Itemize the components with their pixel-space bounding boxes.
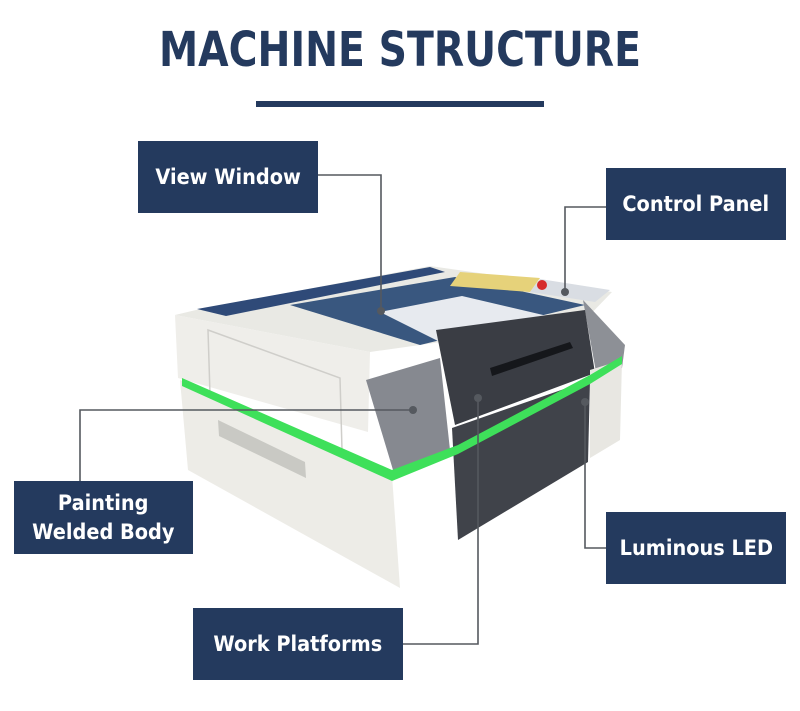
leader-work-platforms [403, 398, 479, 645]
pointer-dot [377, 307, 385, 315]
leader-control-panel [564, 206, 606, 292]
leader-luminous-led [584, 402, 606, 549]
laser-machine-illustration [175, 266, 625, 588]
label-view-window: View Window [138, 141, 318, 213]
pointer-dot [409, 406, 417, 414]
page-title: MACHINE STRUCTURE [158, 22, 641, 78]
label-control-panel: Control Panel [606, 168, 786, 240]
leader-view-window [318, 174, 382, 310]
leader-lines [79, 174, 606, 645]
pointer-dot [561, 288, 569, 296]
label-luminous-led: Luminous LED [606, 512, 786, 584]
label-painting-welded-body: Painting Welded Body [14, 481, 193, 554]
pointer-dot [581, 398, 589, 406]
led-strip [182, 356, 622, 481]
pointer-dot [474, 394, 482, 402]
title-underline [256, 101, 544, 107]
leader-painting-body [79, 409, 413, 481]
label-work-platforms: Work Platforms [193, 608, 403, 680]
